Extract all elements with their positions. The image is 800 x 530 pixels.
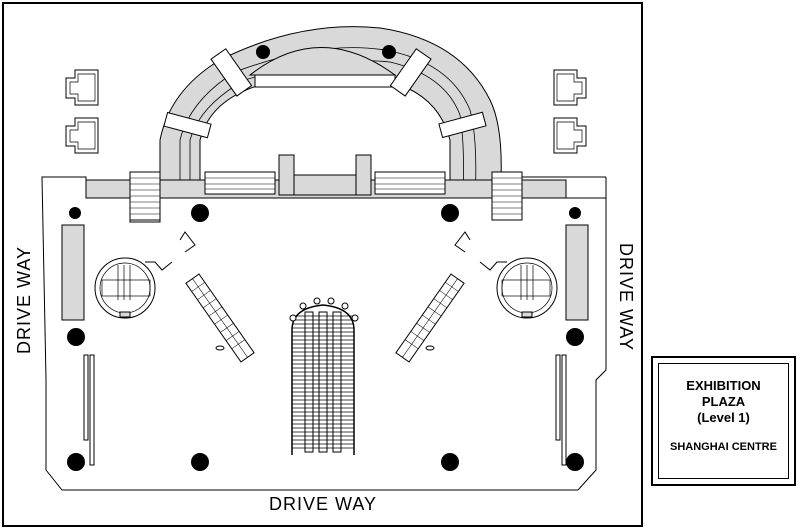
column	[191, 204, 209, 222]
arc-stair-right-mid	[438, 111, 487, 139]
title-line-1: EXHIBITION	[686, 378, 761, 393]
door-marker-left	[179, 231, 196, 253]
column	[256, 45, 270, 59]
round-stair-left	[94, 257, 173, 319]
side-slots-left	[83, 354, 95, 466]
column	[382, 45, 396, 59]
column	[69, 207, 81, 219]
column	[67, 328, 85, 346]
stair-tower-left	[129, 171, 161, 221]
column	[67, 453, 85, 471]
kiosk-right-top	[553, 69, 587, 106]
side-slots-right	[555, 354, 567, 466]
corridor-window-right	[374, 171, 446, 195]
column	[191, 453, 209, 471]
column	[566, 453, 584, 471]
arc-stair-right-top	[389, 48, 432, 97]
stair-tower-right	[491, 171, 523, 221]
central-pier-left	[278, 154, 295, 196]
escalator-left	[185, 273, 255, 363]
column	[441, 453, 459, 471]
column	[569, 207, 581, 219]
title-line-2: PLAZA	[701, 394, 746, 409]
column	[441, 204, 459, 222]
arc-bridge-top	[254, 74, 396, 88]
site-boundary	[2, 2, 643, 527]
kiosk-right-bottom	[553, 117, 587, 154]
drive-way-label-bottom: DRIVE WAY	[269, 494, 377, 514]
column	[566, 328, 584, 346]
fixture-left	[215, 345, 225, 351]
title-line-4: SHANGHAI CENTRE	[670, 441, 777, 453]
escalator-right	[395, 273, 465, 363]
central-pier-right	[355, 154, 372, 196]
door-marker-right	[454, 231, 471, 253]
title-block: EXHIBITION PLAZA (Level 1) SHANGHAI CENT…	[651, 356, 796, 486]
grand-staircase	[289, 297, 359, 455]
kiosk-left-bottom	[65, 117, 99, 154]
side-wall-right	[565, 224, 589, 321]
side-wall-left	[61, 224, 85, 321]
round-stair-right	[479, 257, 558, 319]
title-block-inner: EXHIBITION PLAZA (Level 1) SHANGHAI CENT…	[658, 363, 789, 479]
arc-stair-left-mid	[163, 111, 212, 139]
central-pier-link	[293, 174, 357, 196]
dome-cap	[248, 47, 397, 76]
kiosk-left-top	[65, 69, 99, 106]
corridor-window-left	[204, 171, 276, 195]
drive-way-label-right: DRIVE WAY	[616, 243, 636, 351]
building-outline	[41, 176, 607, 491]
fixture-right	[425, 345, 435, 351]
arc-stair-left-top	[210, 48, 253, 97]
title-line-3: (Level 1)	[697, 410, 750, 425]
drive-way-label-left: DRIVE WAY	[14, 246, 34, 354]
